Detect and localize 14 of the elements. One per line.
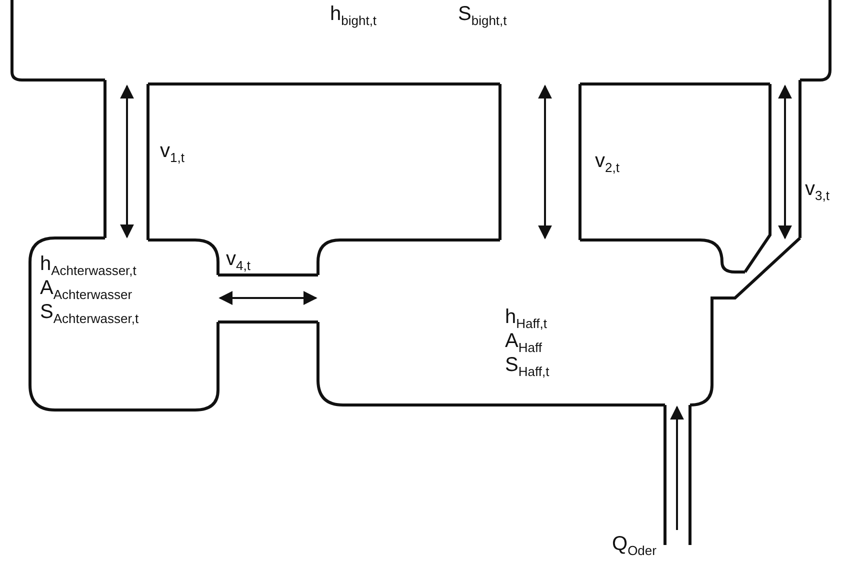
edge-label: v$_{4,t}$ <box>226 248 250 273</box>
flow-arrow <box>670 406 684 530</box>
flow-arrow <box>538 84 552 240</box>
edge-label: v$_{2,t}$ <box>595 150 620 175</box>
flow-arrow <box>120 84 134 238</box>
flow-arrow <box>218 291 318 305</box>
variable-label: Q$_{Oder}$ <box>612 532 656 560</box>
variable-label: h$_{Haff,t}$ <box>505 305 547 333</box>
flow-arrow <box>778 84 792 240</box>
edge-label: v$_{1,t}$ <box>160 140 184 165</box>
variable-label: S$_{bight,t}$ <box>458 2 507 30</box>
edge-label: v$_{3,t}$ <box>805 178 830 203</box>
variable-label: h$_{bight,t}$ <box>330 2 377 30</box>
variable-label: h$_{Achterwasser,t}$ <box>40 252 136 280</box>
